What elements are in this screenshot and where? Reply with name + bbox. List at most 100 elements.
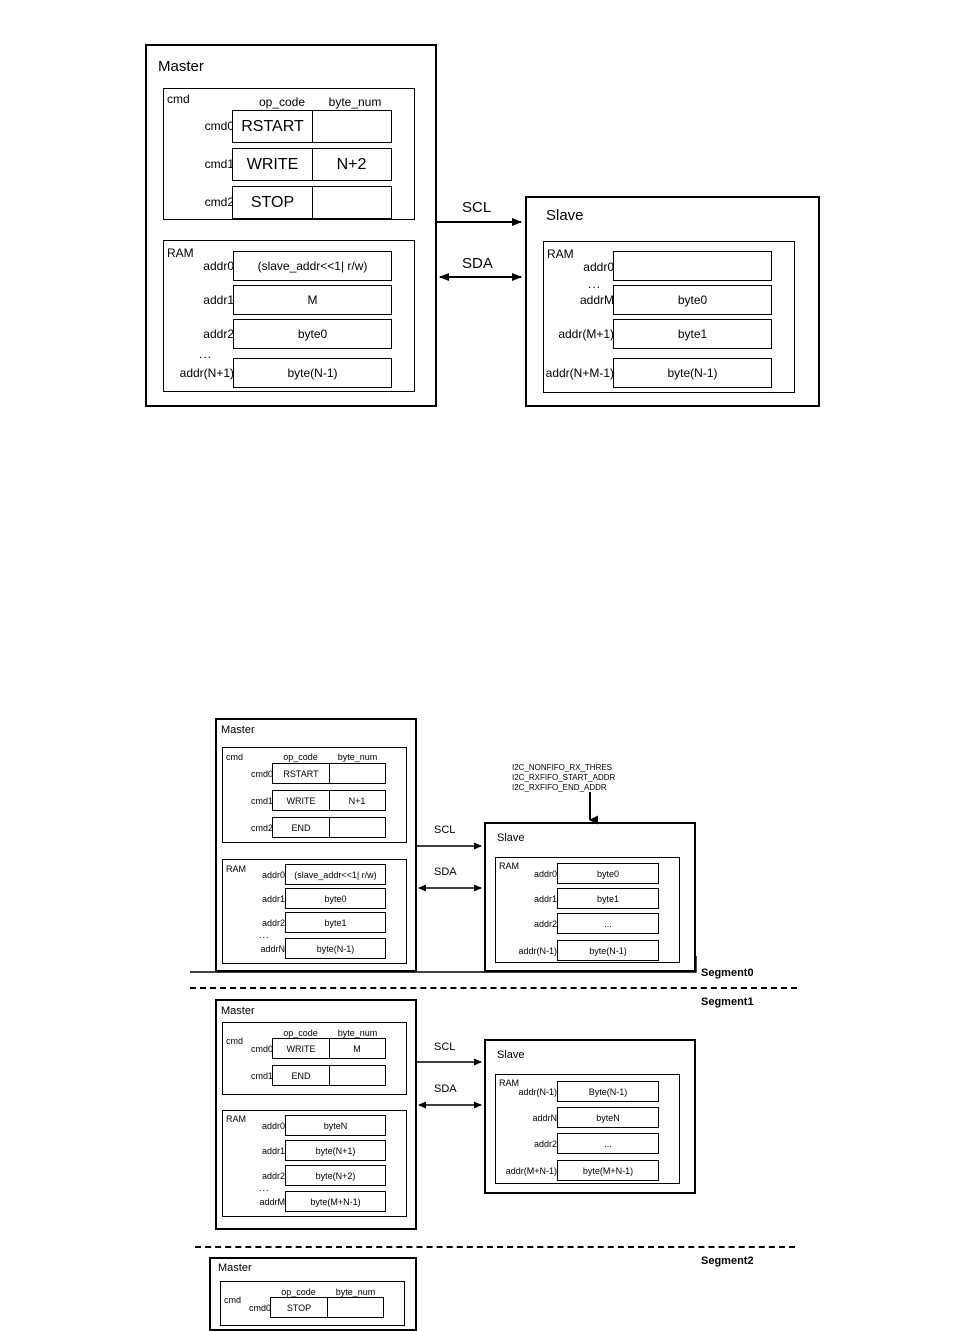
fig2-seg2-cmd-opcode: STOP [271, 1298, 328, 1317]
fig1-master-cmd-col-bytenum: byte_num [328, 95, 382, 109]
fig1-master-cmd-row: STOP [232, 186, 392, 219]
fig2-seg0-master-ram-addr: addrN [260, 944, 285, 954]
fig2-segment0-label: Segment0 [701, 967, 754, 979]
fig1-slave-ram-cell: byte(N-1) [613, 358, 772, 388]
fig2-seg0-master-ram-addr: addr2 [261, 918, 285, 928]
fig2-seg0-master-ram-addr: addr0 [261, 870, 285, 880]
fig2-seg1-master-ram-cell: byteN [285, 1115, 386, 1136]
fig2-seg1-master-ram-addr: addr2 [261, 1171, 285, 1181]
fig2-seg1-master-ram-cell: byte(M+N-1) [285, 1191, 386, 1212]
fig2-seg0-cmd-bytenum: N+1 [348, 795, 366, 806]
fig2-seg0-slave-ram-cell: byte0 [557, 863, 659, 884]
fig2-seg0-slave-ram-group-label: RAM [499, 861, 519, 871]
register-name: I2C_RXFIFO_START_ADDR [512, 773, 616, 782]
fig1-master-cmd-col-opcode: op_code [258, 95, 306, 109]
fig1-slave-ram-box [543, 241, 795, 393]
fig1-master-ram-ellipsis: ... [199, 347, 213, 361]
fig2-seg2-master-box [209, 1257, 417, 1331]
fig1-master-ram-cell: byte0 [233, 319, 392, 349]
fig2-seg0-master-ram-ellipsis: ... [259, 930, 270, 940]
fig1-master-cmd-group-label: cmd [167, 92, 190, 106]
fig1-master-cmd-row-index: cmd1 [204, 157, 234, 171]
fig2-seg1-cmd-col-opcode: op_code [283, 1028, 318, 1038]
fig1-slave-ram-addr: addr(M+1) [558, 327, 614, 341]
fig2-seg1-master-title: Master [221, 1005, 255, 1017]
fig2-segment1-label: Segment1 [701, 996, 754, 1008]
fig1-master-cmd-opcode: WRITE [233, 149, 313, 180]
fig2-seg1-slave-title: Slave [497, 1049, 525, 1061]
fig1-master-ram-cell: M [233, 285, 392, 315]
fig2-seg1-slave-ram-addr: addrN [532, 1113, 557, 1123]
fig2-seg0-slave-ram-cell: byte1 [557, 888, 659, 909]
fig2-seg0-cmd-col-bytenum: byte_num [337, 752, 378, 762]
fig2-seg0-master-ram-cell: byte1 [285, 912, 386, 933]
fig2-seg0-cmd-row-index: cmd1 [250, 796, 273, 806]
fig1-master-cmd-bytenum: N+2 [336, 155, 367, 173]
fig2-seg1-slave-ram-cell: Byte(N-1) [557, 1081, 659, 1102]
fig2-seg1-master-box [215, 999, 417, 1230]
fig2-seg0-slave-ram-addr: addr(N-1) [518, 946, 557, 956]
fig2-seg1-master-ram-box [222, 1110, 407, 1217]
fig1-slave-ram-cell: byte1 [613, 319, 772, 349]
fig2-seg0-slave-ram-cell: ... [557, 913, 659, 934]
fig2-seg2-cmd-row: STOP [270, 1297, 384, 1318]
segment0-segment1-divider [190, 987, 797, 989]
fig1-slave-ram-addr: addr0 [583, 260, 614, 274]
fig2-seg0-cmd-col-opcode: op_code [283, 752, 318, 762]
fig1-master-box [145, 44, 437, 407]
fig1-slave-title: Slave [546, 207, 584, 224]
fig2-segment2-label: Segment2 [701, 1255, 754, 1267]
fig2-seg1-master-ram-group-label: RAM [226, 1114, 246, 1124]
fig2-seg0-slave-title: Slave [497, 832, 525, 844]
fig2-seg1-cmd-row-index: cmd1 [250, 1071, 273, 1081]
fig2-seg1-slave-ram-cell: byte(M+N-1) [557, 1160, 659, 1181]
fig2-seg1-cmd-group-label: cmd [226, 1036, 244, 1046]
fig2-seg1-cmd-box [222, 1022, 407, 1095]
fig2-seg1-slave-ram-addr: addr(M+N-1) [505, 1166, 557, 1176]
fig2-seg1-cmd-col-bytenum: byte_num [337, 1028, 378, 1038]
fig1-master-cmd-opcode: RSTART [233, 111, 313, 142]
fig2-seg0-cmd-row-index: cmd0 [250, 769, 273, 779]
fig2-seg0-slave-ram-addr: addr1 [533, 894, 557, 904]
fig1-slave-ram-cell: byte0 [613, 285, 772, 315]
fig2-seg0-cmd-opcode: END [273, 818, 330, 837]
fig1-master-cmd-row: RSTART [232, 110, 392, 143]
fig1-master-cmd-row-index: cmd0 [204, 119, 234, 133]
fig1-slave-ram-addr: addr(N+M-1) [545, 366, 614, 380]
fig2-seg2-cmd-col-opcode: op_code [281, 1287, 316, 1297]
fig1-scl-label: SCL [462, 199, 492, 216]
fig2-seg0-cmd-row-index: cmd2 [250, 823, 273, 833]
fig2-seg0-slave-ram-cell: byte(N-1) [557, 940, 659, 961]
fig2-seg2-cmd-group-label: cmd [224, 1295, 242, 1305]
fig2-seg0-master-ram-cell: byte0 [285, 888, 386, 909]
fig1-master-ram-box [163, 240, 415, 392]
fig2-seg0-cmd-bytenum [329, 818, 385, 837]
fig2-seg1-master-ram-cell: byte(N+2) [285, 1165, 386, 1186]
fig1-master-ram-addr: addr2 [203, 327, 234, 341]
fig1-master-cmd-box [163, 88, 415, 220]
fig2-seg1-master-ram-addr: addrM [259, 1197, 285, 1207]
fig1-master-cmd-bytenum [312, 111, 391, 142]
fig2-seg2-cmd-bytenum [327, 1298, 383, 1317]
fig1-master-cmd-row-index: cmd2 [204, 195, 234, 209]
fig2-seg0-master-ram-group-label: RAM [226, 864, 246, 874]
fig2-seg0-cmd-box [222, 747, 407, 843]
fig2-seg0-scl-label: SCL [434, 824, 456, 836]
fig1-master-cmd-row: WRITE N+2 [232, 148, 392, 181]
fig1-sda-label: SDA [462, 255, 493, 272]
fig1-master-title: Master [158, 58, 204, 75]
register-name: I2C_RXFIFO_END_ADDR [512, 783, 607, 792]
fig2-seg1-slave-ram-box [495, 1074, 680, 1184]
fig1-master-ram-addr: addr0 [203, 259, 234, 273]
fig2-seg1-slave-ram-cell: byteN [557, 1107, 659, 1128]
fig2-seg0-master-ram-addr: addr1 [261, 894, 285, 904]
fig1-slave-box [525, 196, 820, 407]
segment1-segment2-divider [195, 1246, 795, 1248]
fig2-seg0-cmd-opcode: RSTART [273, 764, 330, 783]
fig2-seg0-register-note: I2C_NONFIFO_RX_THRES I2C_RXFIFO_START_AD… [512, 763, 615, 793]
fig2-seg1-slave-ram-group-label: RAM [499, 1078, 519, 1088]
fig1-slave-ram-ellipsis: ... [588, 277, 602, 291]
fig2-seg0-master-ram-cell: byte(N-1) [285, 938, 386, 959]
fig2-seg1-master-ram-addr: addr0 [261, 1121, 285, 1131]
